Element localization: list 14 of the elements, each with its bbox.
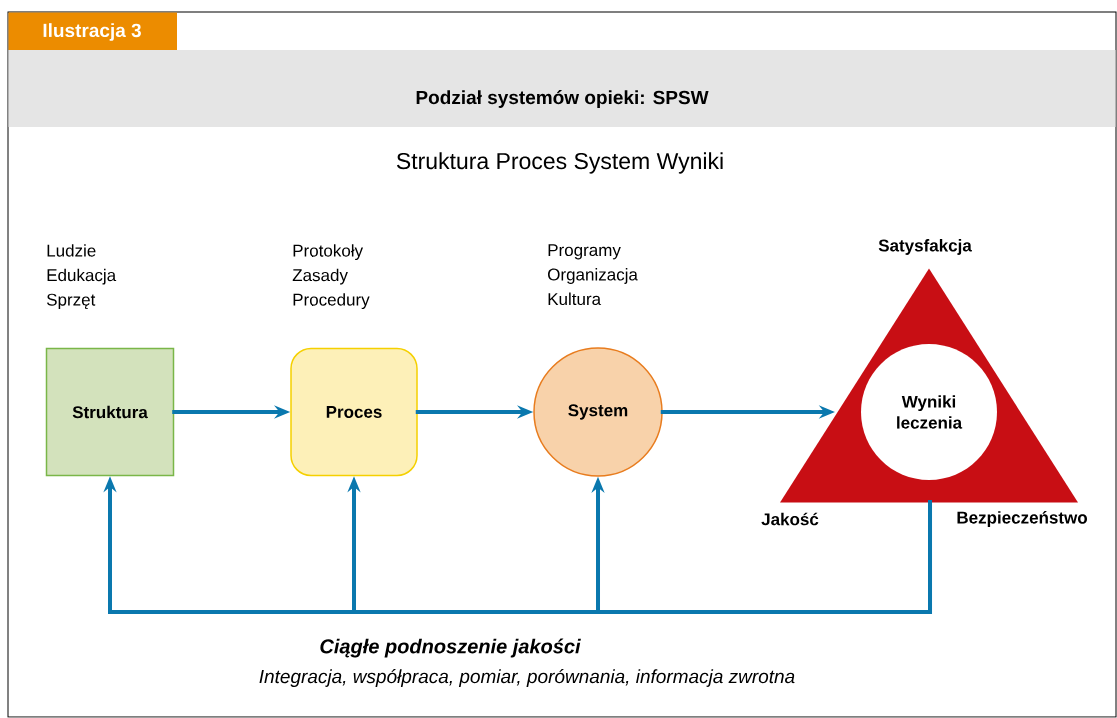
corner-label: Bezpieczeństwo xyxy=(957,511,1087,527)
corner-label: Satysfakcja xyxy=(878,239,972,255)
node-label: Wyniki leczenia xyxy=(897,395,963,429)
title: Podział systemów opieki: SPSW xyxy=(416,90,709,108)
factor-list: Protokoły Zasady Procedury xyxy=(292,244,370,310)
caption-heading: Ciągłe podnoszenie jakości xyxy=(320,638,581,658)
factor-list: Ludzie Edukacja Sprzęt xyxy=(46,244,117,310)
caption: Integracja, współpraca, pomiar, porównania, informacja zwrotna xyxy=(259,669,795,687)
heading-tab: Ilustracja 3 xyxy=(8,12,177,50)
subtitle: Struktura Proces System Wyniki xyxy=(396,152,723,174)
process-box: Proces xyxy=(290,347,418,477)
process-box: Struktura xyxy=(45,347,175,477)
corner-label: Jakość xyxy=(761,512,819,526)
factor-list: Programy Organizacja Kultura xyxy=(548,244,638,306)
